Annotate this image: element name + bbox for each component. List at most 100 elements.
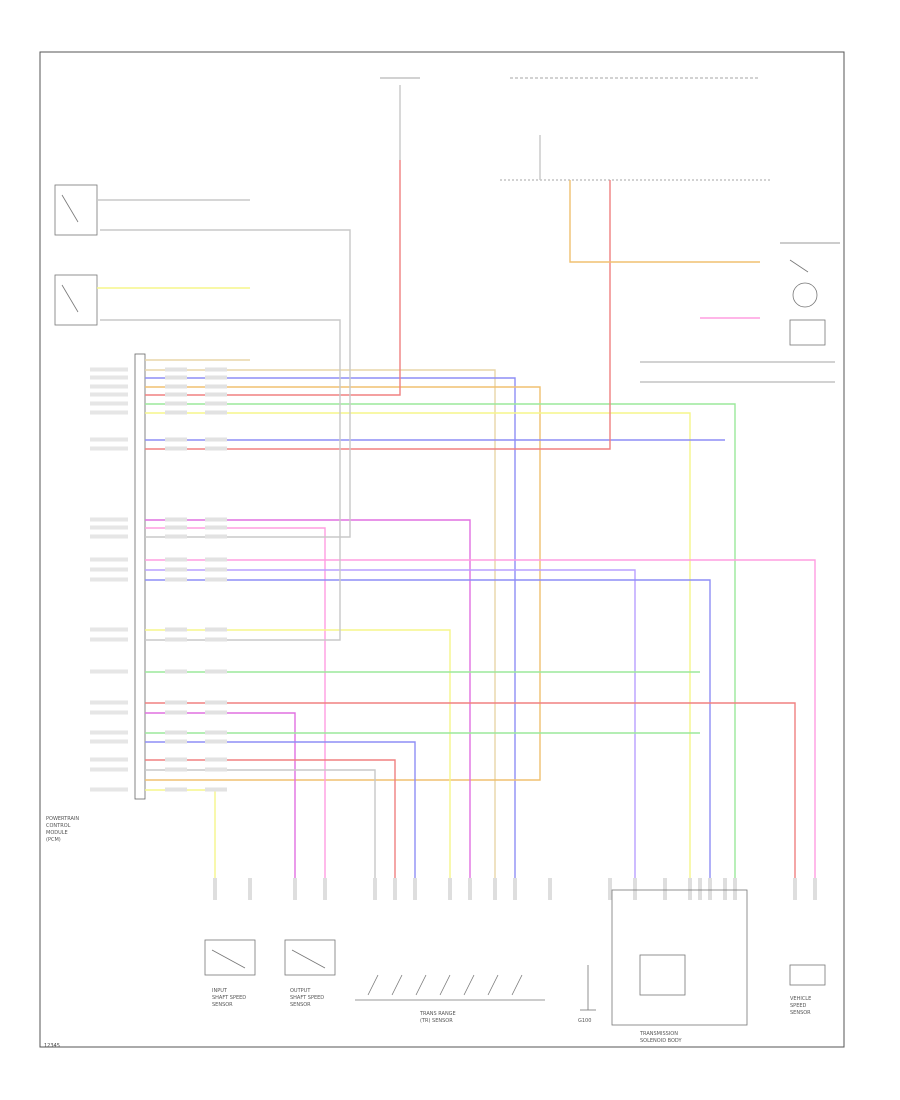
pin-name-block <box>90 710 128 715</box>
wire-run <box>145 759 396 900</box>
wire-run <box>145 702 796 900</box>
top-switch-box-1 <box>54 184 98 236</box>
wire-run <box>145 369 496 900</box>
connector-pin-block <box>293 878 297 900</box>
wire-run <box>145 412 691 900</box>
wire-run <box>100 229 351 538</box>
connector-pin-block <box>213 878 217 900</box>
ground-caption: G100 <box>578 1018 591 1024</box>
pin-label-block <box>165 410 187 415</box>
output-sensor-caption-1: OUTPUT <box>290 988 311 994</box>
wire-run <box>145 519 471 900</box>
wire-code-block <box>205 739 227 744</box>
pin-name-block <box>90 700 128 705</box>
wire-code-block <box>205 392 227 397</box>
wire-run <box>145 629 451 900</box>
connector-pin-block <box>733 878 737 900</box>
pin-label-block <box>165 446 187 451</box>
wire-run <box>145 403 736 900</box>
wire-code-block <box>205 669 227 674</box>
input-sensor-caption-2: SHAFT SPEED <box>212 995 246 1001</box>
wire-code-block <box>205 375 227 380</box>
connector-pin-block <box>688 878 692 900</box>
wire-code-block <box>205 525 227 530</box>
pin-label-block <box>165 700 187 705</box>
pin-name-block <box>90 437 128 442</box>
wire-code-block <box>205 700 227 705</box>
connector-pin-block <box>663 878 667 900</box>
pin-name-block <box>90 757 128 762</box>
wire-code-block <box>205 730 227 735</box>
pin-label-block <box>165 787 187 792</box>
output-sensor-caption-2: SHAFT SPEED <box>290 995 324 1001</box>
range-switch-2 <box>391 974 403 996</box>
wire-code-block <box>205 367 227 372</box>
connector-pin-block <box>708 878 712 900</box>
range-switch-1 <box>367 974 379 996</box>
pin-name-block <box>90 384 128 389</box>
connector-pin-block <box>413 878 417 900</box>
top-switch-box-2 <box>54 274 98 326</box>
range-switch-7 <box>511 974 523 996</box>
pin-label-block <box>165 567 187 572</box>
vss-captions: VEHICLE SPEED SENSOR <box>790 996 811 1016</box>
pcm-caption-line-1: POWERTRAIN <box>46 816 79 822</box>
sensor-captions: INPUT SHAFT SPEED SENSOR OUTPUT SHAFT SP… <box>212 988 324 1008</box>
pin-name-block <box>90 730 128 735</box>
connector-pin-block <box>608 878 612 900</box>
pcm-caption-line-3: MODULE <box>46 830 68 836</box>
pin-name-block <box>90 401 128 406</box>
pin-name-block <box>90 627 128 632</box>
wire-code-block <box>205 627 227 632</box>
range-switch-4 <box>439 974 451 996</box>
wire-code-block <box>205 577 227 582</box>
right-component-box <box>789 319 826 346</box>
wire-run <box>569 180 760 263</box>
wire-code-block <box>205 410 227 415</box>
pin-label-block <box>165 730 187 735</box>
pin-label-block <box>165 517 187 522</box>
relay-motor-symbol <box>792 282 818 308</box>
switch-bank-caption-2: (TR) SENSOR <box>420 1018 453 1024</box>
pin-label-block <box>165 534 187 539</box>
wire-code-block <box>205 401 227 406</box>
diagram-frame <box>39 51 845 1048</box>
connector-pin-block <box>698 878 702 900</box>
solenoid-body-box <box>611 889 748 1026</box>
wire-code-block <box>205 767 227 772</box>
range-switch-6 <box>487 974 499 996</box>
pin-label-block <box>165 401 187 406</box>
connector-pin-block <box>323 878 327 900</box>
connector-pin-block <box>793 878 797 900</box>
pin-name-block <box>90 767 128 772</box>
wire-run <box>145 789 216 900</box>
solenoid-captions: TRANSMISSION SOLENOID BODY <box>639 1031 682 1044</box>
pcm-caption-line-2: CONTROL <box>46 823 71 829</box>
wire-code-block <box>205 637 227 642</box>
pin-label-block <box>165 437 187 442</box>
pin-name-block <box>90 410 128 415</box>
pin-name-block <box>90 375 128 380</box>
wire-run <box>145 160 401 396</box>
pin-name-block <box>90 567 128 572</box>
switch-bank <box>367 974 523 996</box>
wire-code-block <box>205 446 227 451</box>
relay-switch-contact <box>789 259 809 273</box>
top-switch-2-lever <box>61 284 79 313</box>
pin-label-block <box>165 384 187 389</box>
pin-name-block <box>90 367 128 372</box>
pin-name-block <box>90 446 128 451</box>
pin-name-block <box>90 577 128 582</box>
pin-name-block <box>90 637 128 642</box>
wire-bundle <box>97 85 816 900</box>
pin-label-block <box>165 577 187 582</box>
output-speed-sensor-element <box>291 949 326 969</box>
pin-label-block <box>165 367 187 372</box>
connector-pin-block <box>468 878 472 900</box>
pin-name-block <box>90 557 128 562</box>
connector-pin-block <box>548 878 552 900</box>
pin-label-block <box>165 627 187 632</box>
wire-run <box>145 180 611 450</box>
connector-pin-block <box>513 878 517 900</box>
wire-code-block <box>205 787 227 792</box>
